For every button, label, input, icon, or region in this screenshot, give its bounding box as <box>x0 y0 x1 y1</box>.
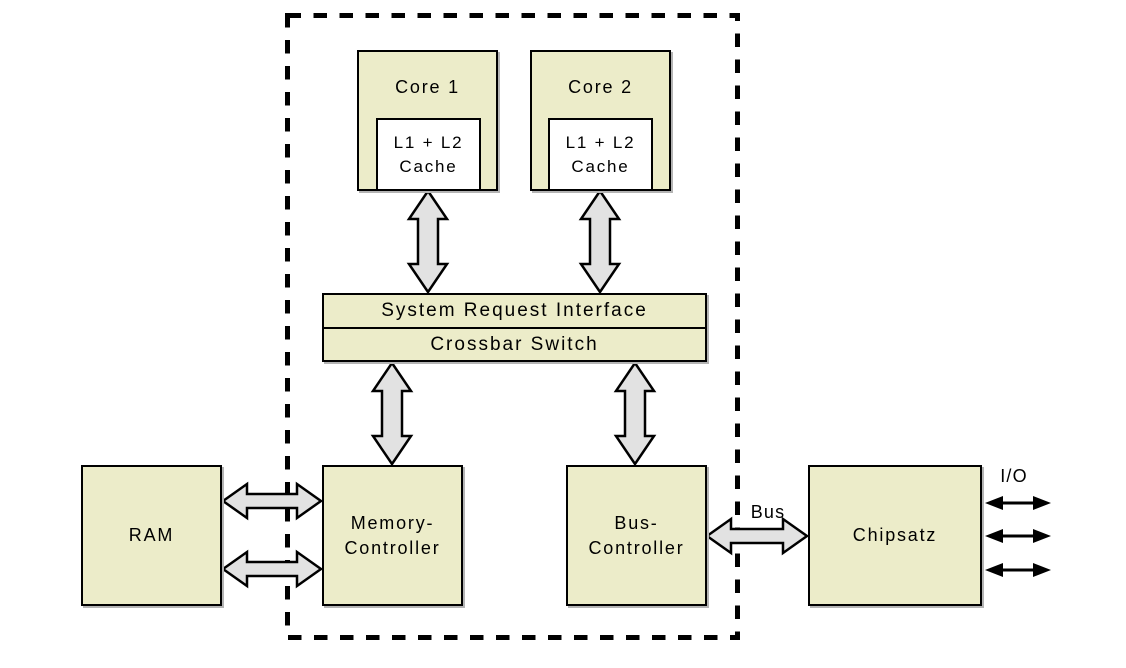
buscontroller-chipset-bus-arrow <box>704 516 810 556</box>
io-arrow-3 <box>985 563 1051 577</box>
cache1-box: L1 + L2 Cache <box>376 118 481 191</box>
io-label: I/O <box>1000 466 1028 486</box>
crossbar-memorycontroller-arrow <box>370 360 414 467</box>
ram-box: RAM <box>81 465 222 606</box>
crossbar-switch-box: Crossbar Switch <box>322 327 707 362</box>
cache1-label-line1: L1 + L2 <box>393 132 464 152</box>
ram-memorycontroller-arrow-lower <box>220 549 324 589</box>
cache1-sri-arrow <box>406 188 450 295</box>
ram-memorycontroller-arrow-upper <box>220 481 324 521</box>
chipset-label: Chipsatz <box>852 525 938 545</box>
cache2-label-line1: L1 + L2 <box>565 132 636 152</box>
chipset-box: Chipsatz <box>808 465 982 606</box>
bus-controller-box: Bus- Controller <box>566 465 707 606</box>
core1-label: Core 1 <box>395 77 460 97</box>
system-request-interface-box: System Request Interface <box>322 293 707 329</box>
cache2-box: L1 + L2 Cache <box>548 118 653 191</box>
bus-label: Bus <box>750 502 786 522</box>
core2-label: Core 2 <box>568 77 633 97</box>
system-request-interface-label: System Request Interface <box>381 300 648 321</box>
cache2-sri-arrow <box>578 188 622 295</box>
cache2-label-line2: Cache <box>571 156 630 176</box>
io-arrow-2 <box>985 529 1051 543</box>
ram-label: RAM <box>128 525 175 545</box>
memory-controller-label-line1: Memory- <box>350 512 435 533</box>
cpu-die-dashed-boundary <box>285 13 740 640</box>
crossbar-buscontroller-arrow <box>613 360 657 467</box>
memory-controller-label-line2: Controller <box>344 537 441 558</box>
memory-controller-box: Memory- Controller <box>322 465 463 606</box>
cache1-label-line2: Cache <box>399 156 458 176</box>
bus-controller-label-line2: Controller <box>588 537 685 558</box>
bus-controller-label-line1: Bus- <box>614 512 659 533</box>
crossbar-switch-label: Crossbar Switch <box>430 333 599 355</box>
io-arrow-1 <box>985 496 1051 510</box>
